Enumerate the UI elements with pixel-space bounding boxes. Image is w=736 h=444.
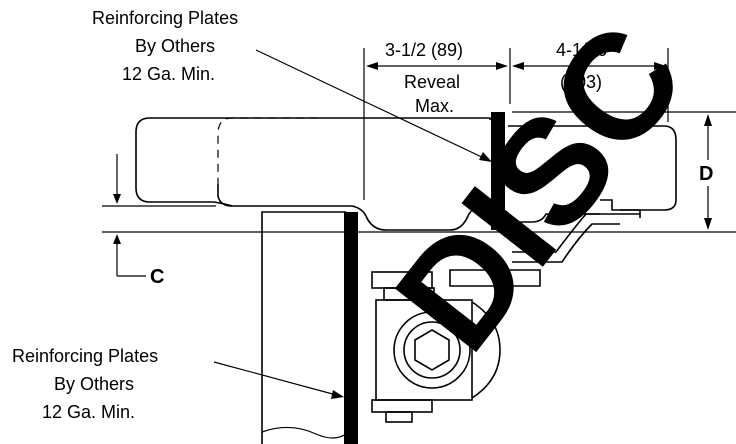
hinge-bracket-step <box>600 199 641 218</box>
dim-d-label-bg <box>696 160 720 186</box>
dim-right-arrowhead-left <box>512 62 524 70</box>
door-leaf-lower-edge <box>217 184 233 207</box>
label-c: C <box>150 266 164 288</box>
dim-d-arrowhead-top <box>704 114 712 126</box>
label-d: D <box>699 163 713 185</box>
hinge-link-upper <box>512 213 640 253</box>
dim-reveal-value: 3-1/2 (89) <box>385 40 463 60</box>
hinge-pin-hex <box>414 329 450 371</box>
callout-bottom-line3: 12 Ga. Min. <box>42 402 135 422</box>
callout-top-arrowhead <box>479 152 492 162</box>
callout-bottom-line2: By Others <box>54 374 134 394</box>
dim-right-line2: (103) <box>560 72 602 92</box>
hinge-pin-inner <box>403 321 461 379</box>
door-leaf-outline <box>135 117 491 231</box>
reinforcing-plate-top <box>491 112 505 230</box>
hinge-pin-outer <box>393 311 471 389</box>
dim-right-line1: 4-1/16 <box>556 40 607 60</box>
callout-top-line3: 12 Ga. Min. <box>122 64 215 84</box>
dim-c-upper-arrowhead <box>113 194 121 204</box>
dim-right-arrowhead-right <box>654 62 666 70</box>
hinge-barrel-arc <box>471 301 501 399</box>
right-leaf-step <box>508 213 600 223</box>
reinforcing-plate-bottom <box>344 212 358 444</box>
dim-d-arrowhead-bottom <box>704 218 712 230</box>
hinge-arm <box>449 269 541 287</box>
callout-bottom-line1: Reinforcing Plates <box>12 346 158 366</box>
door-leaf-inner-dashed <box>217 117 318 184</box>
callout-bottom-leader <box>213 361 341 397</box>
callout-bottom-arrowhead <box>331 390 344 399</box>
dim-reveal-arrowhead-right <box>496 62 508 70</box>
callout-top-leader <box>255 49 489 161</box>
hinge-link-lower <box>512 223 620 263</box>
dim-c-lower-arrowhead <box>113 234 121 244</box>
hinge-knuckle-bottom-nut <box>385 411 413 423</box>
right-leaf-outline <box>508 125 677 211</box>
dim-reveal-line2: Reveal <box>404 72 460 92</box>
dim-reveal-arrowhead-left <box>366 62 378 70</box>
callout-top-line1: Reinforcing Plates <box>92 8 238 28</box>
frame-jamb-wavy-bottom <box>261 426 347 439</box>
dim-reveal-line3: Max. <box>415 96 454 116</box>
hinge-knuckle-bottom <box>371 399 433 413</box>
callout-top-line2: By Others <box>135 36 215 56</box>
frame-jamb-outline <box>261 211 346 444</box>
